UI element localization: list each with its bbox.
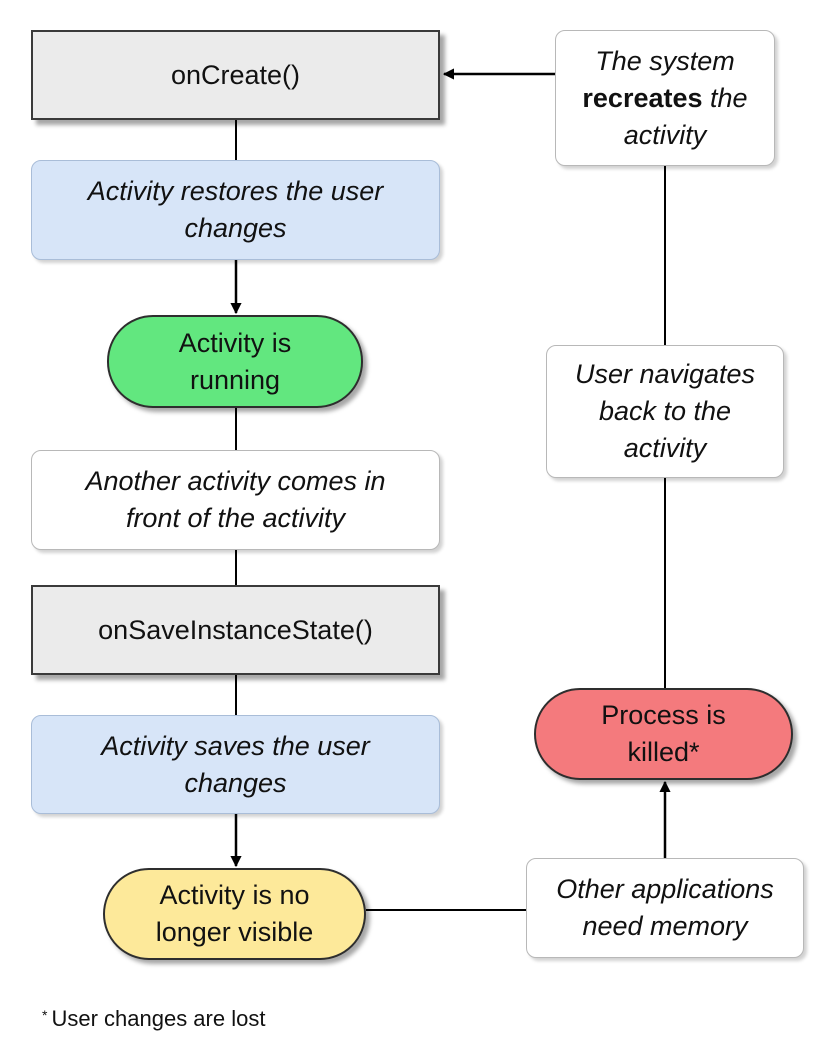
footnote: *User changes are lost [42, 1000, 265, 1034]
recreates-bold: recreates [582, 82, 703, 113]
onsaveinstancestate-label: onSaveInstanceState() [98, 614, 373, 645]
restores-changes-label: Activity restores the user changes [87, 176, 384, 243]
another-activity-note: Another activity comes in front of the a… [31, 450, 440, 550]
onsaveinstancestate-box: onSaveInstanceState() [31, 585, 440, 675]
footnote-text: User changes are lost [51, 1006, 266, 1031]
not-visible-label: Activity is no longer visible [155, 880, 314, 947]
recreates-pre: The system [595, 45, 735, 76]
process-killed-label: Process is killed* [601, 700, 726, 767]
navigates-back-note: User navigates back to the activity [546, 345, 784, 478]
recreates-label: The system recreates the activity [568, 43, 762, 154]
oncreate-label: onCreate() [170, 59, 301, 90]
recreates-post: the activity [623, 82, 748, 150]
oncreate-box: onCreate() [31, 30, 440, 120]
saves-changes-note: Activity saves the user changes [31, 715, 440, 814]
other-apps-label: Other applications need memory [556, 874, 774, 941]
restores-changes-note: Activity restores the user changes [31, 160, 440, 260]
process-killed-state: Process is killed* [534, 688, 793, 780]
activity-running-state: Activity is running [107, 315, 363, 408]
navigates-back-label: User navigates back to the activity [574, 359, 756, 463]
not-visible-state: Activity is no longer visible [103, 868, 366, 960]
saves-changes-label: Activity saves the user changes [101, 730, 370, 798]
recreates-note: The system recreates the activity [555, 30, 775, 166]
activity-running-label: Activity is running [178, 327, 292, 395]
footnote-marker: * [42, 1007, 48, 1023]
another-activity-label: Another activity comes in front of the a… [85, 466, 386, 533]
other-apps-note: Other applications need memory [526, 858, 804, 958]
